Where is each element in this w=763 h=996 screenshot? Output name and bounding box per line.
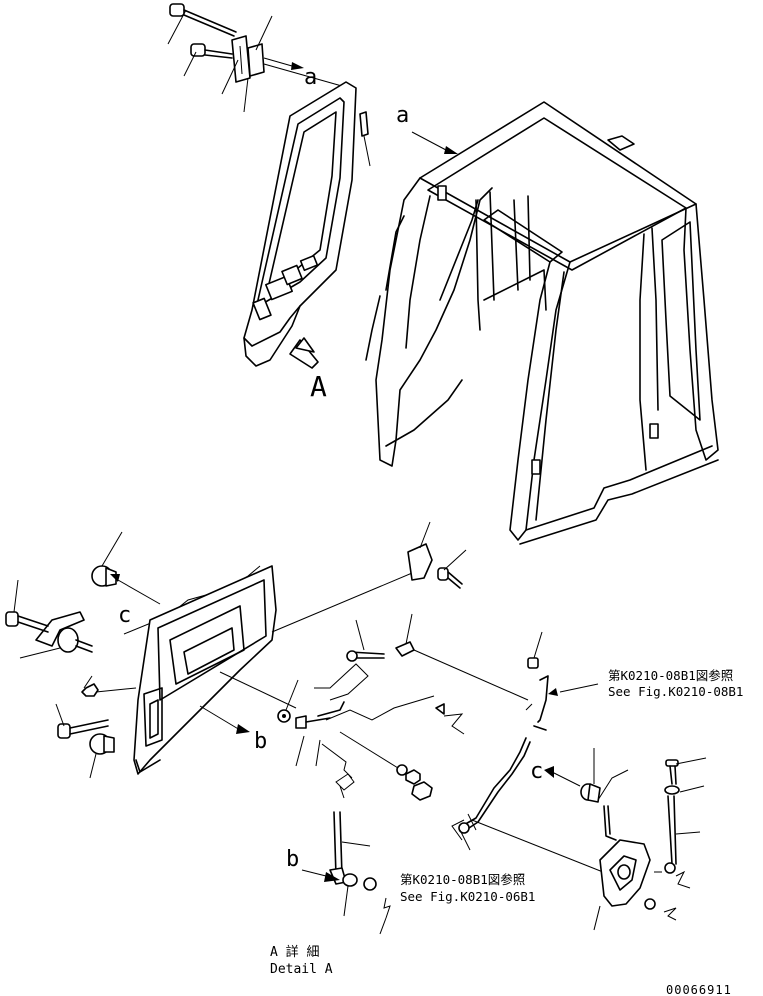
label-b-mid: b [254, 729, 267, 754]
label-view-a: A [310, 370, 327, 403]
detail-caption: A 詳 細 Detail A [270, 944, 333, 977]
reference-notes: 第K0210-08B1図参照 See Fig.K0210-08B1 第K0210… [400, 668, 743, 904]
label-c-right: c [530, 759, 543, 784]
ref1-en: See Fig.K0210-08B1 [608, 684, 743, 699]
ref2-jp: 第K0210-08B1図参照 [400, 872, 525, 887]
cab-frame: a [365, 101, 719, 545]
detail-a-en: Detail A [270, 962, 333, 977]
label-c-left: c [118, 603, 131, 628]
ref1-jp: 第K0210-08B1図参照 [608, 668, 733, 683]
label-a-cab: a [396, 103, 409, 128]
label-b-bottom: b [286, 847, 299, 872]
door-glass-frame [243, 81, 371, 369]
drawing-number: 00066911 [666, 983, 732, 996]
label-a-top: a [304, 65, 317, 90]
door-inner-panel: c b [5, 531, 425, 779]
lock-assembly: c [451, 737, 707, 931]
ref2-en: See Fig.K0210-06B1 [400, 889, 535, 904]
detail-a-jp: A 詳 細 [270, 944, 319, 960]
latch-linkage: b [277, 521, 599, 935]
